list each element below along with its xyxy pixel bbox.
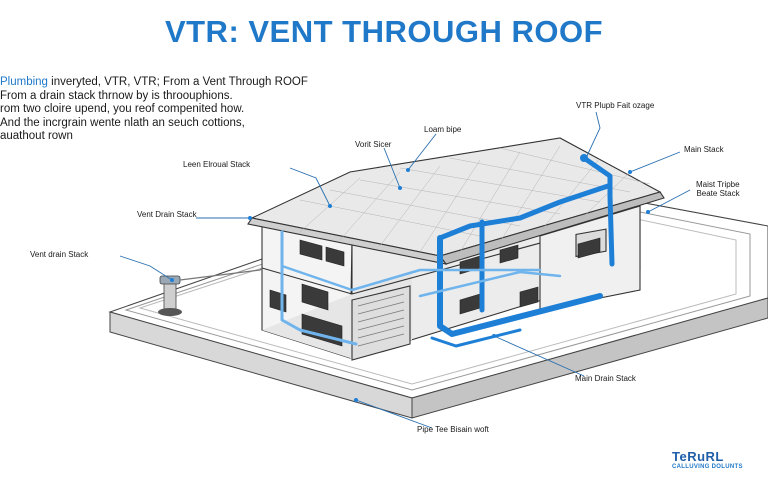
brand-logo: TeRuRL CALLUVING DOLUNTS [672, 449, 768, 470]
plumbing-pipes [280, 154, 615, 348]
intro-line-5: auathout rown [0, 130, 73, 142]
brand-tagline: CALLUVING DOLUNTS [672, 464, 743, 470]
intro-line-1-rest: inveryted, VTR, VTR; From a Vent Through… [47, 76, 308, 88]
intro-highlight: Plumbing [0, 76, 48, 88]
label-main-stack: Main Stack [684, 145, 724, 154]
brand-name: TeRuRL [672, 449, 724, 464]
label-loam-bipe: Loam bipe [424, 125, 462, 134]
intro-line-4: And the incrgrain wente nlath an seuch c… [0, 116, 245, 129]
label-vtr-plupb: VTR Plupb Fait ozage [576, 101, 655, 110]
intro-line-1: Plumbing inveryted, VTR, VTR; From a Ven… [0, 76, 340, 90]
intro-line-2: From a drain stack thrnow by is throouph… [0, 89, 233, 102]
label-vent-drain-stack: Vent Drain Stack [137, 210, 197, 219]
label-leen-elroual-stack: Leen Elroual Stack [183, 160, 251, 169]
diagram-title: VTR: VENT THROUGH ROOF [164, 14, 604, 49]
label-pipe-tee: Pipe Tee Bisain woft [417, 425, 489, 434]
leader-lines [119, 111, 691, 429]
label-maist-tripbe-line-1: Maist Tripbe [696, 180, 740, 189]
intro-line-3: rom two cloire upend, you reof compenite… [0, 103, 245, 115]
label-vorit-sicer: Vorit Sicer [355, 140, 392, 149]
label-maist-tripbe: Maist Tripbe Beate Stack [696, 180, 740, 198]
intro-text: Plumbing inveryted, VTR, VTR; From a Ven… [0, 76, 340, 144]
label-vent-drain-stack-lower: Vent drain Stack [30, 250, 89, 259]
label-main-drain-stack: Main Drain Stack [575, 374, 636, 383]
left-vent-gas-line [179, 267, 263, 281]
label-maist-tripbe-line-2: Beate Stack [696, 189, 740, 198]
left-vent-pipe [158, 275, 182, 316]
leader-dots [170, 156, 650, 402]
